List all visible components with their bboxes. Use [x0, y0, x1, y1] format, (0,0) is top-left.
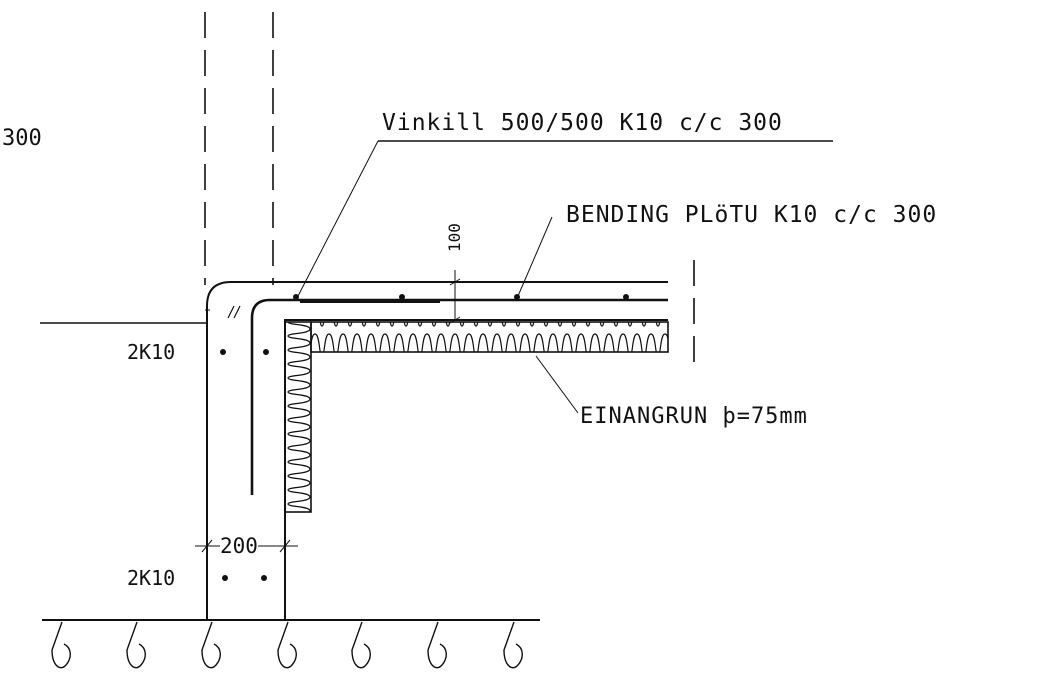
insulation-vertical — [284, 321, 312, 513]
rebar — [205, 298, 668, 495]
insulation-horizontal — [310, 321, 669, 353]
leader-lines — [296, 140, 833, 414]
concrete-outline — [206, 281, 668, 620]
soil-symbols — [51, 621, 523, 669]
vinkill-label: Vinkill 500/500 K10 c/c 300 — [382, 110, 783, 136]
spacing-label-300: 300 — [2, 126, 42, 151]
dim-200-label: 200 — [220, 534, 258, 558]
rebar-label-lower: 2K10 — [127, 566, 176, 590]
bending-label: BENDING PLöTU K10 c/c 300 — [566, 202, 938, 228]
dim-100-label: 100 — [445, 223, 464, 252]
insulation-label: EINANGRUN þ=75mm — [580, 404, 808, 429]
dimension-100 — [449, 270, 461, 324]
hatch-ticks — [227, 305, 241, 319]
rebar-label-upper: 2K10 — [127, 340, 176, 364]
dashed-wall-lines — [204, 12, 274, 285]
